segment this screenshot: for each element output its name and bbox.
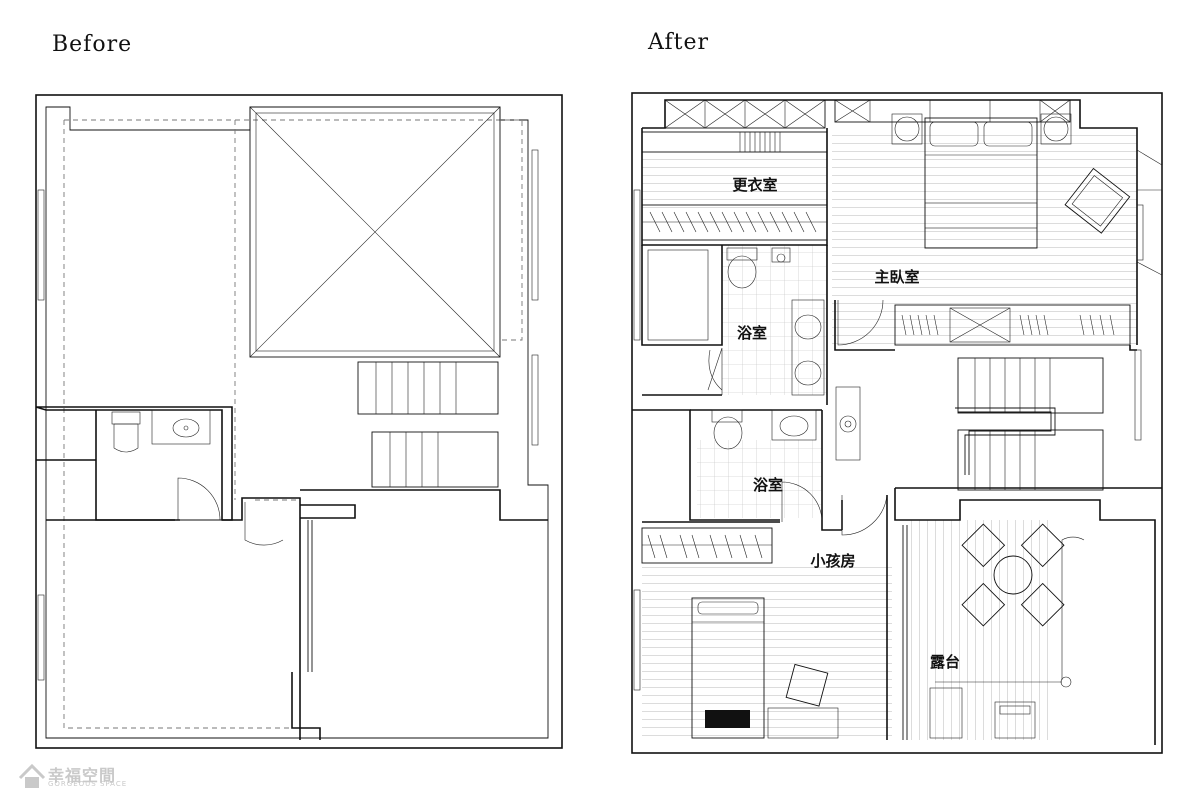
before-void-opening — [249, 106, 501, 358]
watermark-logo: 幸福空間 GORGEOUS SPACE — [18, 760, 128, 794]
after-plan: 更衣室 主臥室 — [631, 92, 1163, 754]
master-armchair — [1064, 167, 1131, 234]
before-door — [244, 502, 284, 546]
balcony: 露台 — [894, 487, 1162, 745]
before-plan — [35, 94, 563, 749]
walk-in-closet: 更衣室 — [641, 128, 828, 246]
master-wardrobe — [834, 299, 1137, 351]
after-outer-wall — [631, 92, 1163, 754]
before-heading: Before — [52, 32, 133, 57]
kids-floor — [642, 565, 892, 740]
master-bedroom-label: 主臥室 — [874, 268, 919, 286]
home-icon — [18, 763, 46, 788]
bath-tiles-lower — [697, 440, 822, 518]
kids-room-label: 小孩房 — [810, 552, 855, 570]
bathroom-lower: 浴室 — [632, 409, 823, 523]
master-side-doors — [1136, 149, 1163, 300]
bathroom-upper: 浴室 — [641, 245, 828, 405]
bath-tiles-upper — [722, 245, 827, 395]
walk-in-closet-label: 更衣室 — [732, 176, 777, 194]
master-floor — [832, 128, 1137, 348]
bathroom-lower-label: 浴室 — [753, 476, 783, 494]
watermark-subtext: GORGEOUS SPACE — [48, 780, 128, 788]
before-partition — [46, 497, 301, 740]
master-bed — [891, 113, 1072, 249]
balcony-floor — [905, 520, 1055, 740]
after-windows — [633, 189, 1142, 691]
before-stairs — [357, 361, 499, 488]
before-outer-wall — [35, 94, 563, 749]
after-stairs — [955, 357, 1104, 491]
before-windows — [37, 149, 539, 681]
kids-room: 小孩房 — [641, 494, 888, 740]
after-heading: After — [648, 30, 710, 55]
watermark-text: 幸福空間 — [48, 766, 117, 785]
before-dashed-line — [64, 119, 523, 341]
before-inner-wall — [45, 106, 549, 739]
before-bathroom — [35, 406, 233, 521]
bathroom-upper-label: 浴室 — [737, 324, 767, 342]
balcony-label: 露台 — [930, 653, 960, 671]
hall-console — [835, 386, 861, 461]
